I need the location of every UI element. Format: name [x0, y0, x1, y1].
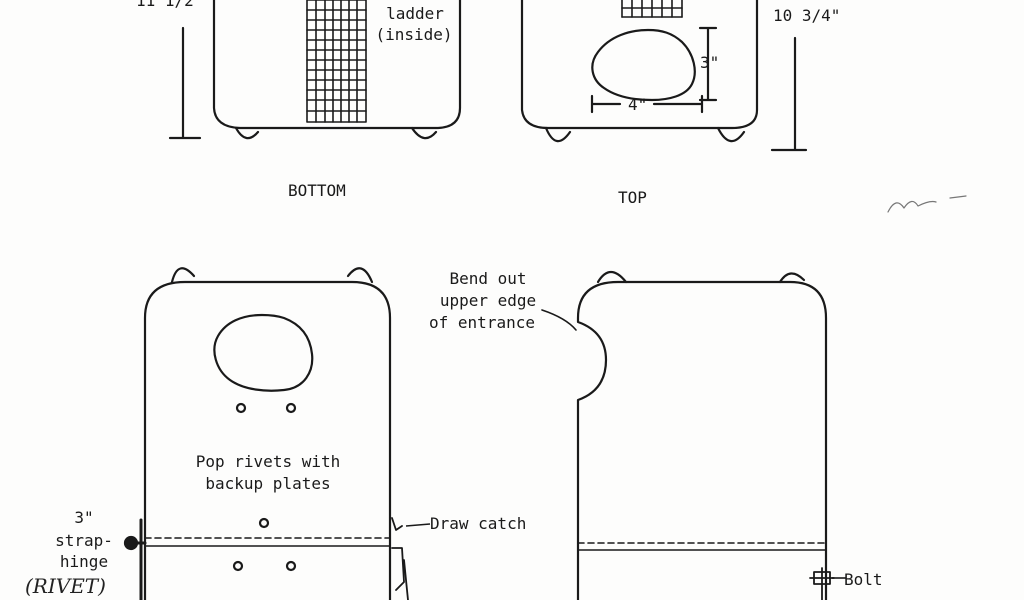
bend-note-line3: of entrance	[429, 313, 535, 332]
bolt-label: Bolt	[844, 570, 883, 589]
strap-hinge-knob	[123, 535, 139, 551]
bottom-view	[168, 0, 462, 140]
bend-leader	[541, 309, 577, 331]
front-view-entrance-hole	[213, 313, 314, 392]
hole-height-label: 3"	[700, 53, 720, 72]
draw-catch-leader	[405, 523, 431, 527]
bend-note-line1: Bend out	[449, 269, 527, 288]
rivet	[258, 517, 270, 529]
top-caption: TOP	[618, 188, 647, 207]
rivet	[235, 402, 247, 414]
top-view-outline	[520, 0, 759, 130]
top-view-grid	[621, 0, 683, 18]
side-view	[541, 270, 835, 600]
strap-hinge	[135, 518, 147, 600]
front-view-ear-right	[346, 267, 374, 284]
bolt-leader	[832, 577, 846, 579]
front-view-outline	[143, 280, 392, 600]
height-label-right: 10 3/4"	[773, 6, 841, 25]
front-view-ear-left	[170, 267, 196, 284]
side-view-outline	[576, 280, 828, 600]
bend-note-line2: upper edge	[439, 291, 537, 310]
rivet	[232, 560, 244, 572]
top-view-foot-left	[544, 126, 572, 143]
top-view	[520, 0, 808, 152]
hole-width-label: 4"	[628, 95, 648, 114]
rivet	[285, 402, 297, 414]
ladder-sublabel: (inside)	[375, 25, 453, 44]
hinge-note-line2: strap-	[55, 531, 113, 550]
top-view-foot-right	[716, 126, 746, 143]
height-dimension-left	[168, 26, 202, 140]
bolt	[809, 567, 835, 600]
rivet	[285, 560, 297, 572]
top-view-entrance-hole	[591, 28, 696, 102]
hole-width-dimension	[590, 94, 704, 114]
side-view-ear-left	[596, 270, 628, 284]
draw-catch	[391, 517, 409, 600]
bottom-view-foot-left	[234, 126, 260, 140]
bottom-view-foot-right	[410, 126, 438, 140]
hinge-note-line3: hinge	[59, 552, 109, 571]
front-view	[123, 267, 409, 600]
side-view-ear-right	[778, 272, 806, 284]
height-label-left: 11 1/2	[136, 0, 194, 10]
draw-catch-label: Draw catch	[430, 514, 527, 533]
hinge-note-line1: 3"	[74, 508, 94, 527]
rivet-handwritten-note: (RIVET)	[25, 574, 106, 598]
ladder-grid	[306, 0, 367, 123]
rivets-note-line2: backup plates	[205, 474, 331, 493]
bottom-view-outline	[212, 0, 462, 130]
rivets-note-line1: Pop rivets with	[195, 452, 341, 471]
pencil-scribble	[887, 195, 967, 213]
height-dimension-right	[770, 36, 808, 152]
ladder-label: ladder	[386, 4, 444, 23]
bottom-caption: BOTTOM	[288, 181, 346, 200]
